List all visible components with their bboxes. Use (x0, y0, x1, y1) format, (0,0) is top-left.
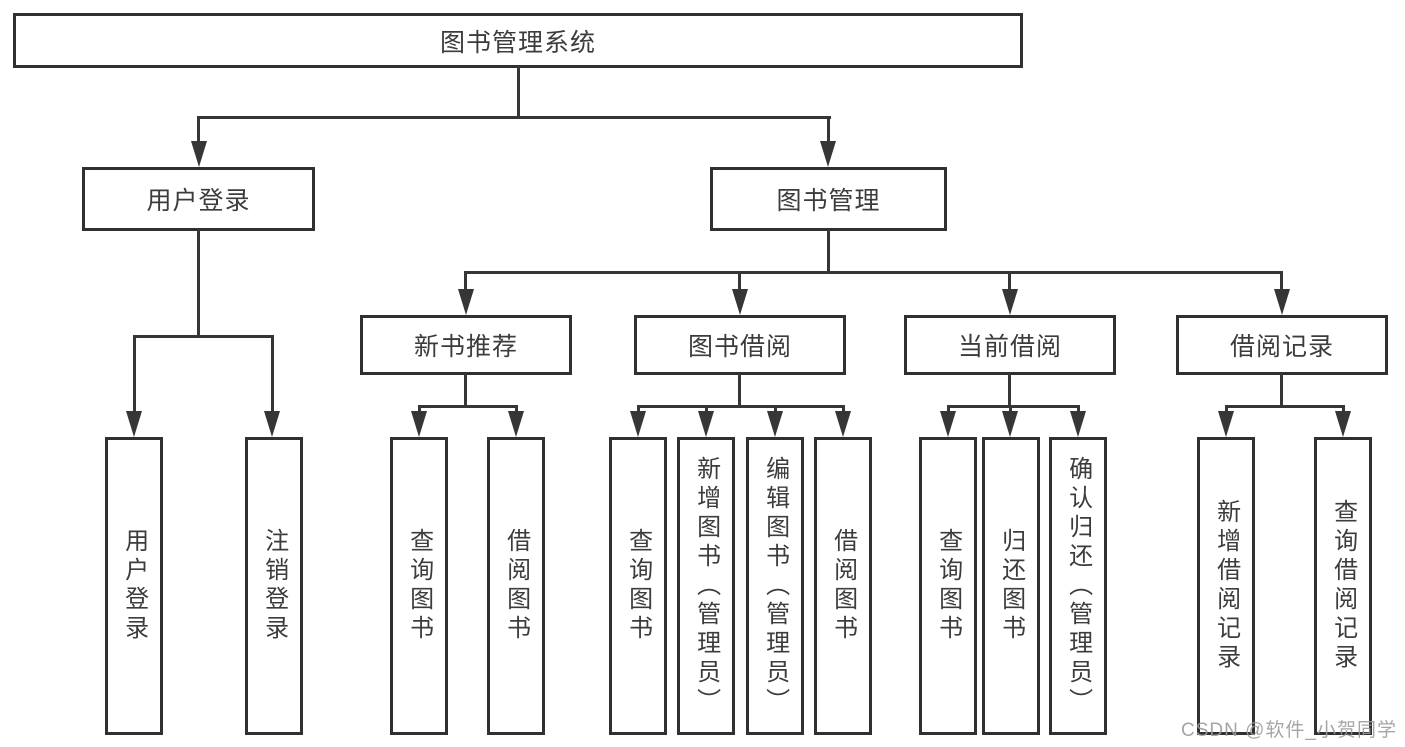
node-book-borrow: 图书借阅 (634, 315, 846, 375)
leaf-label: 查询图书 (624, 528, 652, 644)
connector-drop (1009, 405, 1012, 414)
arrowhead-down-icon (1274, 289, 1290, 315)
arrowhead-down-icon (458, 289, 474, 315)
leaf-user-login: 用户登录 (105, 437, 163, 735)
leaf-label: 查询借阅记录 (1329, 499, 1357, 673)
connector-drop (271, 335, 274, 413)
arrowhead-down-icon (1218, 411, 1234, 437)
watermark: CSDN @软件_小贺同学 (1181, 720, 1397, 741)
arrowhead-down-icon (820, 141, 836, 167)
leaf-label: 查询图书 (405, 528, 433, 644)
node-current-borrow: 当前借阅 (904, 315, 1116, 375)
arrowhead-down-icon (940, 411, 956, 437)
leaf-label: 借阅图书 (502, 528, 530, 644)
leaf-label: 用户登录 (120, 528, 148, 644)
arrowhead-down-icon (732, 289, 748, 315)
connector-root-stem (517, 66, 520, 118)
node-label: 当前借阅 (957, 333, 1062, 361)
connector-drop (637, 405, 640, 414)
connector-drop (738, 271, 741, 291)
connector-branch (418, 405, 518, 408)
node-label: 图书管理 (776, 187, 881, 215)
arrowhead-down-icon (1070, 411, 1086, 437)
arrowhead-down-icon (1002, 289, 1018, 315)
node-label: 用户登录 (146, 187, 251, 215)
connector-drop (197, 116, 200, 144)
connector-drop (1077, 405, 1080, 414)
leaf-label: 归还图书 (997, 528, 1025, 644)
connector-user-login-branch (133, 335, 274, 338)
connector-drop (464, 271, 467, 291)
connector-stem (738, 373, 741, 408)
connector-drop (515, 405, 518, 414)
connector-branch (637, 405, 844, 408)
connector-drop (418, 405, 421, 414)
connector-drop (827, 116, 830, 144)
connector-stem (1008, 373, 1011, 408)
node-root-label: 图书管理系统 (439, 28, 596, 57)
connector-drop (774, 405, 777, 414)
connector-stem (1280, 373, 1283, 408)
arrowhead-down-icon (411, 411, 427, 437)
arrowhead-down-icon (1335, 411, 1351, 437)
connector-drop (1008, 271, 1011, 291)
leaf-query-books-2: 查询图书 (609, 437, 667, 735)
node-label: 借阅记录 (1229, 333, 1334, 361)
leaf-query-books-3: 查询图书 (919, 437, 977, 735)
node-book-management: 图书管理 (710, 167, 947, 231)
leaf-logout: 注销登录 (245, 437, 303, 735)
connector-drop (705, 405, 708, 414)
arrowhead-down-icon (630, 411, 646, 437)
leaf-return-book: 归还图书 (982, 437, 1040, 735)
arrowhead-down-icon (508, 411, 524, 437)
connector-drop (947, 405, 950, 414)
arrowhead-down-icon (1002, 411, 1018, 437)
connector-drop (1280, 271, 1283, 291)
leaf-label: 借阅图书 (829, 528, 857, 644)
node-root: 图书管理系统 (13, 13, 1023, 68)
connector-drop (842, 405, 845, 414)
arrowhead-down-icon (264, 411, 280, 437)
connector-drop (133, 335, 136, 413)
connector-drop (1225, 405, 1228, 414)
arrowhead-down-icon (698, 411, 714, 437)
leaf-label: 注销登录 (260, 528, 288, 644)
arrowhead-down-icon (835, 411, 851, 437)
node-label: 图书借阅 (687, 333, 792, 361)
arrowhead-down-icon (126, 411, 142, 437)
leaf-add-borrow-record: 新增借阅记录 (1197, 437, 1255, 735)
arrowhead-down-icon (191, 141, 207, 167)
leaf-edit-book-admin: 编辑图书（管理员） (746, 437, 804, 735)
node-user-login: 用户登录 (82, 167, 315, 231)
leaf-label: 新增借阅记录 (1212, 499, 1240, 673)
arrowhead-down-icon (767, 411, 783, 437)
leaf-label: 确认归还（管理员） (1064, 455, 1092, 717)
connector-stem (464, 373, 467, 408)
connector-drop (1342, 405, 1345, 414)
connector-root-branch (197, 116, 831, 119)
leaf-query-books-1: 查询图书 (390, 437, 448, 735)
connector-branch (1225, 405, 1344, 408)
connector-user-login-stem (197, 229, 200, 337)
node-new-book-recommend: 新书推荐 (360, 315, 572, 375)
leaf-label: 编辑图书（管理员） (761, 455, 789, 717)
connector-book-mgmt-stem (827, 229, 830, 273)
leaf-confirm-return-admin: 确认归还（管理员） (1049, 437, 1107, 735)
leaf-add-book-admin: 新增图书（管理员） (677, 437, 735, 735)
node-label: 新书推荐 (413, 333, 518, 361)
leaf-borrow-books-1: 借阅图书 (487, 437, 545, 735)
leaf-query-borrow-record: 查询借阅记录 (1314, 437, 1372, 735)
connector-book-mgmt-branch (464, 271, 1282, 274)
leaf-label: 新增图书（管理员） (692, 455, 720, 717)
connector-branch (947, 405, 1079, 408)
leaf-label: 查询图书 (934, 528, 962, 644)
node-borrow-records: 借阅记录 (1176, 315, 1388, 375)
leaf-borrow-books-2: 借阅图书 (814, 437, 872, 735)
